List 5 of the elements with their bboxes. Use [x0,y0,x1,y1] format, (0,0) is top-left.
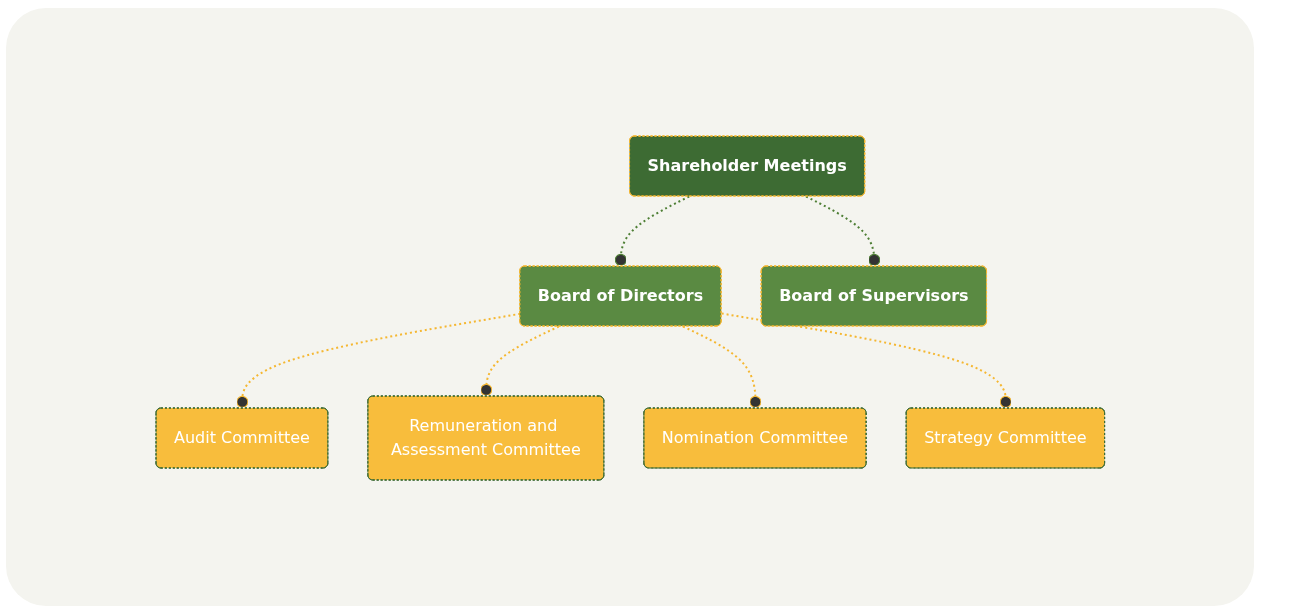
connector [479,325,560,397]
connector [614,195,690,267]
connector [720,312,1012,409]
connector [804,195,880,267]
connector [681,325,762,409]
